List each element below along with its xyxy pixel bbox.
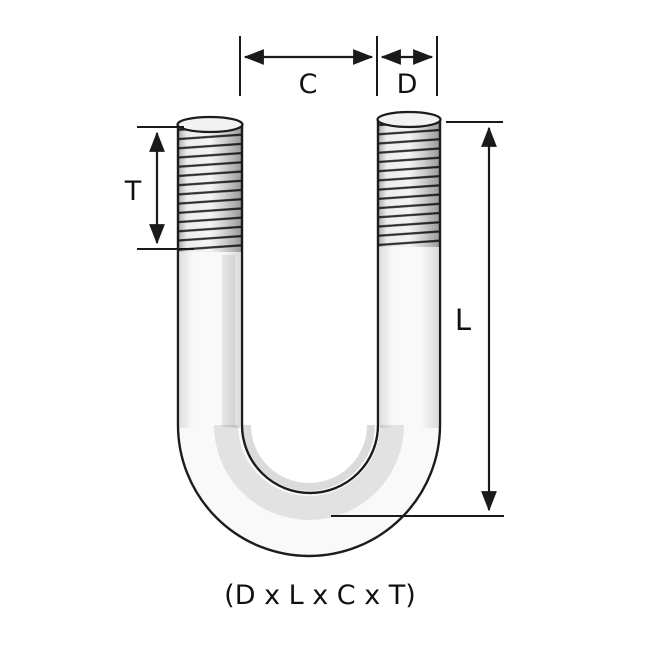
right-thread-cap	[376, 110, 442, 129]
bend-shading-inner-edge	[243, 424, 375, 491]
left-leg-inner-band	[222, 255, 235, 427]
dim-label-d: D	[397, 69, 418, 100]
left-leg-shading	[180, 252, 240, 428]
bolt-outline	[176, 117, 442, 558]
dim-label-c: C	[299, 69, 318, 100]
dim-label-l: L	[455, 303, 471, 337]
right-leg-shading	[380, 247, 438, 428]
right-thread-zone	[378, 119, 440, 247]
left-thread-zone	[178, 124, 242, 252]
bend-shading-wide	[214, 424, 404, 520]
left-thread-cap	[176, 115, 244, 134]
u-bolt-drawing	[176, 110, 442, 558]
dim-label-t: T	[124, 176, 142, 207]
caption: (D x L x C x T)	[224, 580, 416, 611]
dimension-annotations: C D T L	[124, 36, 504, 517]
